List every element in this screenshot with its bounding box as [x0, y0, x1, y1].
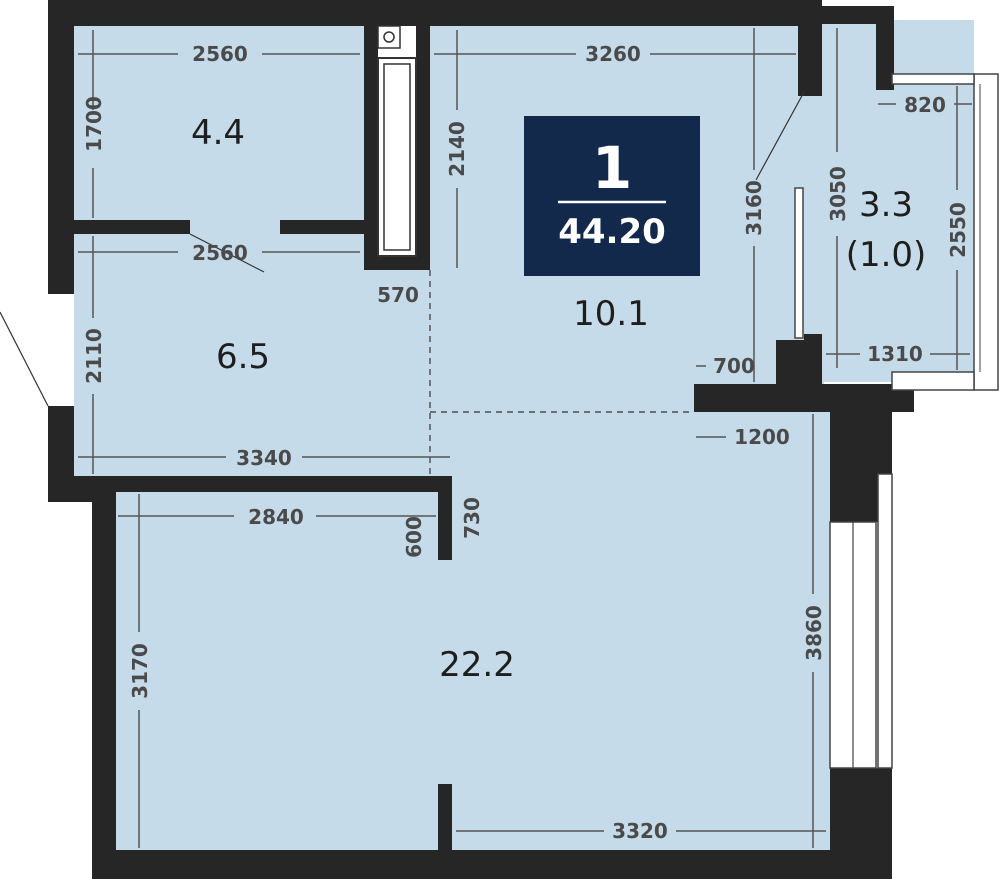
dim-bath-height: 1700: [82, 96, 106, 152]
dim-kitchen-depth: 2140: [445, 121, 469, 177]
area-kitchen: 10.1: [573, 294, 649, 334]
room-area-labels: 4.4 6.5 10.1 22.2 3.3 (1.0): [191, 113, 926, 685]
bathtub-inner: [383, 63, 411, 251]
dim-living-top-right: 1200: [734, 425, 790, 449]
dim-hall-width-top: 2560: [192, 241, 248, 265]
area-bathroom: 4.4: [191, 113, 245, 153]
dim-living-height-left: 3170: [128, 643, 152, 699]
sink: [377, 25, 401, 49]
area-living: 22.2: [439, 645, 515, 685]
dim-partition-730: 730: [460, 497, 484, 539]
badge-background: [524, 116, 700, 276]
dim-kitchen-height: 3160: [742, 180, 766, 236]
apartment-badge: 1 44.20: [524, 116, 700, 276]
dim-living-width-top: 2840: [248, 505, 304, 529]
dim-balcony-bottom: 1310: [867, 342, 923, 366]
balcony-door: [794, 187, 804, 339]
area-hallway: 6.5: [216, 337, 270, 377]
dim-kitchen-door: 700: [713, 354, 755, 378]
dim-hall-width-bottom: 3340: [236, 446, 292, 470]
dim-hall-height: 2110: [82, 328, 106, 384]
windows: [794, 73, 999, 769]
floor-bathroom[interactable]: [74, 26, 364, 220]
zone-boundaries: [429, 270, 694, 476]
dim-balcony-top: 820: [904, 93, 946, 117]
door-swings: [0, 91, 805, 407]
walls: [48, 0, 914, 879]
dim-living-width-bottom: 3320: [612, 819, 668, 843]
dimension-labels: 2560 1700 2560 2110 3340 570 3260 2140 3…: [82, 42, 970, 843]
badge-total-area: 44.20: [558, 212, 666, 252]
dim-balcony-side: 2550: [946, 202, 970, 258]
dim-bath-width: 2560: [192, 42, 248, 66]
dimension-lines: [78, 28, 972, 848]
dim-living-height-right: 3860: [802, 605, 826, 661]
dim-partition-600: 600: [402, 516, 426, 558]
dim-balcony-depth: 3050: [826, 166, 850, 222]
dim-kitchen-width: 3260: [585, 42, 641, 66]
dim-niche-width: 570: [377, 283, 419, 307]
floor-balcony-top: [892, 84, 974, 384]
area-balcony-reduced: (1.0): [846, 235, 927, 275]
area-balcony: 3.3: [859, 185, 913, 225]
floor-niche: [364, 270, 430, 410]
window-balcony: [973, 73, 999, 391]
bathroom-fixtures: [377, 25, 417, 257]
badge-rooms-count: 1: [592, 134, 632, 202]
